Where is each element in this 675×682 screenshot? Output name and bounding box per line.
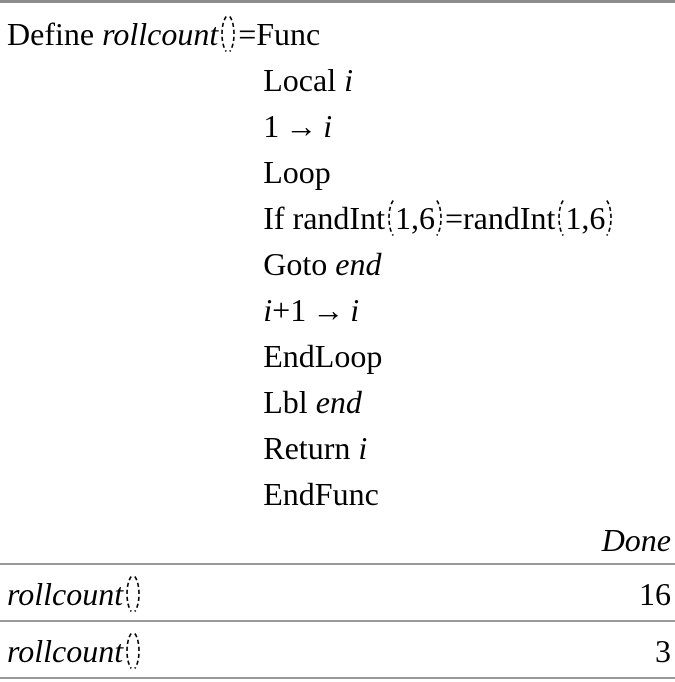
code-line: Local i bbox=[256, 57, 671, 103]
text-segment: Lbl bbox=[263, 384, 316, 420]
text-segment: =randInt bbox=[444, 200, 556, 236]
text-segment: rollcount bbox=[102, 16, 219, 52]
done-status: Done bbox=[601, 522, 671, 558]
code-line: Loop bbox=[256, 149, 671, 195]
text-segment: = bbox=[238, 16, 257, 52]
open-paren-glyph bbox=[558, 200, 565, 236]
text-segment: i bbox=[323, 108, 333, 144]
code-line: Lbl end bbox=[256, 379, 671, 425]
text-segment: EndLoop bbox=[263, 338, 383, 374]
text-segment: Define bbox=[7, 16, 103, 52]
text-segment: Func bbox=[256, 16, 321, 52]
text-segment: Local bbox=[263, 62, 345, 98]
code-line: Goto end bbox=[256, 241, 671, 287]
open-paren-glyph bbox=[126, 633, 133, 669]
text-segment: i bbox=[263, 292, 273, 328]
text-segment: end bbox=[315, 384, 362, 420]
code-line: EndLoop bbox=[256, 333, 671, 379]
text-segment: i bbox=[344, 62, 353, 98]
text-segment: end bbox=[335, 246, 382, 282]
code-line: Func bbox=[256, 11, 671, 57]
text-segment: i bbox=[350, 292, 360, 328]
history-expression[interactable]: rollcount bbox=[7, 632, 143, 670]
text-segment: rollcount bbox=[7, 576, 124, 612]
text-segment: EndFunc bbox=[263, 476, 379, 512]
close-paren-glyph bbox=[436, 200, 442, 236]
open-paren-glyph bbox=[388, 200, 394, 236]
text-segment: +1 bbox=[272, 292, 307, 328]
close-paren-glyph bbox=[134, 576, 140, 612]
history-result[interactable]: 16 bbox=[639, 575, 671, 612]
close-paren-glyph bbox=[134, 633, 140, 669]
code-line: Return i bbox=[256, 425, 671, 471]
text-segment: → bbox=[312, 292, 345, 328]
close-paren-glyph bbox=[606, 200, 613, 236]
open-paren-glyph bbox=[221, 16, 228, 52]
history-entry[interactable]: rollcount 3 bbox=[0, 620, 675, 677]
text-segment: Return bbox=[263, 430, 359, 466]
define-expression: Define rollcount = bbox=[7, 11, 256, 57]
text-segment: → bbox=[285, 108, 318, 144]
history-expression[interactable]: rollcount bbox=[7, 575, 143, 613]
text-segment: Loop bbox=[263, 154, 331, 190]
text-segment: Goto bbox=[263, 246, 336, 282]
history-result[interactable]: 3 bbox=[655, 632, 671, 669]
code-line: 1→i bbox=[256, 103, 671, 149]
status-row: Done bbox=[7, 517, 671, 563]
bottom-separator bbox=[0, 677, 675, 679]
open-paren-glyph bbox=[126, 576, 133, 612]
text-segment: i bbox=[358, 430, 368, 466]
code-line: i+1→i bbox=[256, 287, 671, 333]
text-segment: 1 bbox=[263, 108, 280, 144]
close-paren-glyph bbox=[229, 16, 236, 52]
text-segment: If randInt bbox=[263, 200, 385, 236]
text-segment: 1,6 bbox=[394, 200, 435, 236]
text-segment: 1,6 bbox=[565, 200, 606, 236]
code-line: EndFunc bbox=[256, 471, 671, 517]
history-entry[interactable]: rollcount 16 bbox=[0, 563, 675, 620]
text-segment: rollcount bbox=[7, 633, 124, 669]
